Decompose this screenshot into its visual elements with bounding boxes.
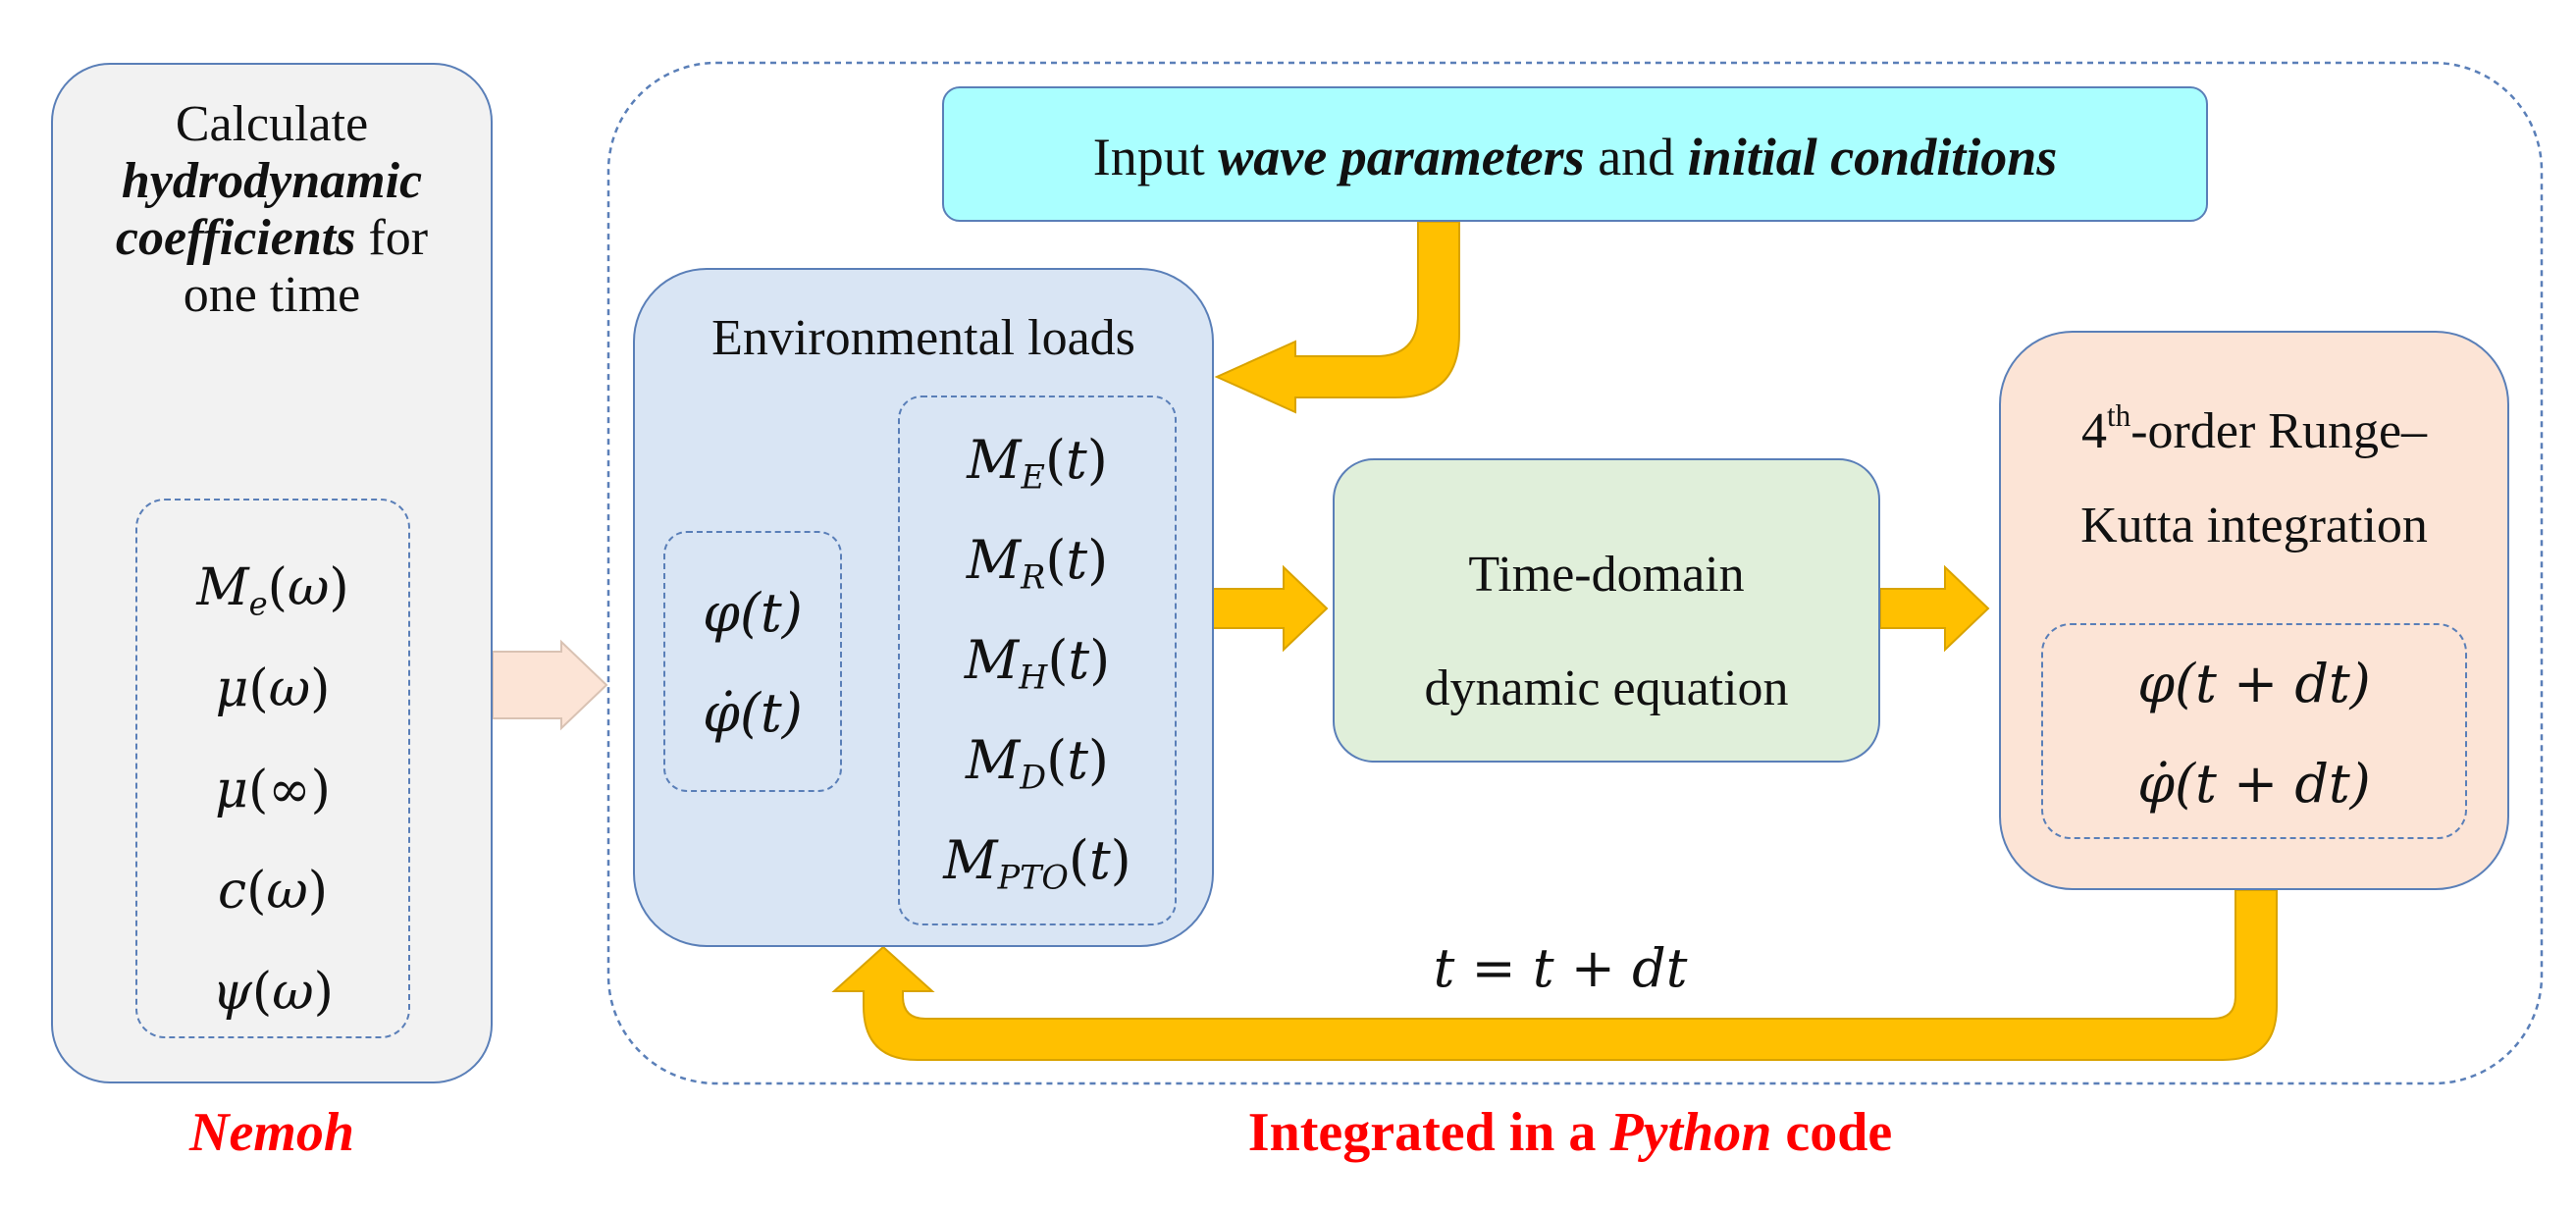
rk-title-rest: -order Runge– xyxy=(2130,403,2428,459)
time-domain-line1: Time-domain xyxy=(1468,547,1745,603)
loop-back-arrow xyxy=(831,889,2278,1061)
environmental-loads-title: Environmental loads xyxy=(711,310,1135,366)
coefficient-argument: ω xyxy=(287,558,330,617)
nemoh-title-line4: one time xyxy=(183,267,361,323)
environmental-loads-box xyxy=(633,268,1214,947)
runge-kutta-title: 4th-order Runge– Kutta integration xyxy=(1999,385,2509,573)
python-caption-suffix: code xyxy=(1771,1102,1893,1163)
load-moment-argument: t xyxy=(1088,829,1111,891)
nemoh-to-env-arrow xyxy=(492,639,608,731)
rk-output-list: φ(t + dt) φ̇(t + dt) xyxy=(2041,634,2467,834)
load-moment-subscript: E xyxy=(1021,457,1045,497)
env-to-timedomain-arrow xyxy=(1212,564,1329,653)
coefficient-argument: ω xyxy=(268,659,311,718)
load-moment-subscript: H xyxy=(1019,658,1048,697)
load-moment-subscript: PTO xyxy=(997,858,1069,897)
state-box xyxy=(663,531,842,792)
input-to-env-arrow xyxy=(1214,221,1460,414)
load-moment-subscript: D xyxy=(1020,758,1047,797)
nemoh-title: Calculate hydrodynamic coefficients for … xyxy=(51,96,493,324)
coefficient-argument: ω xyxy=(266,862,308,921)
rk-title-line2: Kutta integration xyxy=(2080,498,2428,554)
nemoh-coefficients-box xyxy=(135,499,410,1038)
loop-label: t = t + dt xyxy=(1433,937,1688,999)
load-moment-argument: t xyxy=(1066,429,1087,491)
coefficient-0: Me(ω) xyxy=(196,558,349,623)
state-list: φ(t) φ̇(t) xyxy=(663,563,842,764)
input-text: Input wave parameters and initial condit… xyxy=(942,128,2208,186)
rk-order-suffix: th xyxy=(2106,398,2131,434)
coefficient-list: Me(ω) μ(ω) μ(∞) c(ω) ψ(ω) xyxy=(135,538,410,1043)
load-moment-1: MR(t) xyxy=(966,529,1109,597)
timedomain-to-rk-arrow xyxy=(1879,564,1990,653)
coefficient-argument: ∞ xyxy=(268,761,311,819)
nemoh-title-bold2: coefficients xyxy=(115,210,356,266)
coefficient-1: μ(ω) xyxy=(215,659,331,718)
coefficient-symbol: ψ xyxy=(212,963,252,1022)
time-domain-line2: dynamic equation xyxy=(1424,660,1789,716)
coefficient-symbol: M xyxy=(196,558,249,617)
coefficient-3: c(ω) xyxy=(217,862,329,921)
load-moment-argument: t xyxy=(1068,629,1090,691)
rk-output-0: φ(t + dt) xyxy=(2137,653,2371,714)
input-initial-conditions: initial conditions xyxy=(1687,128,2058,186)
nemoh-title-line1: Calculate xyxy=(175,96,369,152)
coefficient-2: μ(∞) xyxy=(215,761,331,819)
python-container-outline xyxy=(606,61,2544,1085)
nemoh-box xyxy=(51,63,493,1083)
nemoh-title-for: for xyxy=(355,210,429,266)
nemoh-title-bold1: hydrodynamic xyxy=(121,153,423,209)
load-moment-3: MD(t) xyxy=(966,729,1109,797)
rk-output-box xyxy=(2041,623,2467,839)
load-moment-subscript: R xyxy=(1021,557,1046,597)
load-moment-argument: t xyxy=(1067,729,1088,791)
python-caption-italic: Python xyxy=(1609,1102,1772,1163)
load-moment-0: ME(t) xyxy=(967,429,1108,497)
input-wave-parameters: wave parameters xyxy=(1218,128,1585,186)
load-moment-symbol: M xyxy=(966,729,1021,791)
load-moment-4: MPTO(t) xyxy=(943,829,1131,897)
rk-order-number: 4 xyxy=(2080,403,2107,459)
input-prefix: Input xyxy=(1092,128,1219,186)
python-caption-prefix: Integrated in a xyxy=(1247,1102,1610,1163)
load-moment-2: MH(t) xyxy=(964,629,1111,697)
coefficient-4: ψ(ω) xyxy=(212,963,334,1022)
coefficient-symbol: μ xyxy=(215,659,249,718)
input-box xyxy=(942,86,2208,222)
load-moment-symbol: M xyxy=(967,429,1022,491)
input-and: and xyxy=(1584,128,1688,186)
time-domain-text: Time-domain dynamic equation xyxy=(1333,518,1880,746)
state-variable-0: φ(t) xyxy=(703,582,803,644)
state-variable-1: φ̇(t) xyxy=(703,682,803,744)
coefficient-subscript: e xyxy=(248,585,268,623)
nemoh-caption: Nemoh xyxy=(189,1102,354,1163)
loads-box xyxy=(898,396,1177,925)
load-moment-symbol: M xyxy=(964,629,1020,691)
load-moment-symbol: M xyxy=(943,829,998,891)
rk-output-1: φ̇(t + dt) xyxy=(2137,753,2371,815)
loads-list: ME(t) MR(t) MH(t) MD(t) MPTO(t) xyxy=(898,410,1177,911)
coefficient-symbol: c xyxy=(217,862,247,921)
load-moment-symbol: M xyxy=(966,529,1022,591)
coefficient-argument: ω xyxy=(272,963,314,1022)
runge-kutta-box xyxy=(1999,331,2509,890)
coefficient-symbol: μ xyxy=(215,761,248,819)
python-caption: Integrated in a Python code xyxy=(883,1101,2257,1164)
load-moment-argument: t xyxy=(1066,529,1088,591)
time-domain-box xyxy=(1333,458,1880,763)
